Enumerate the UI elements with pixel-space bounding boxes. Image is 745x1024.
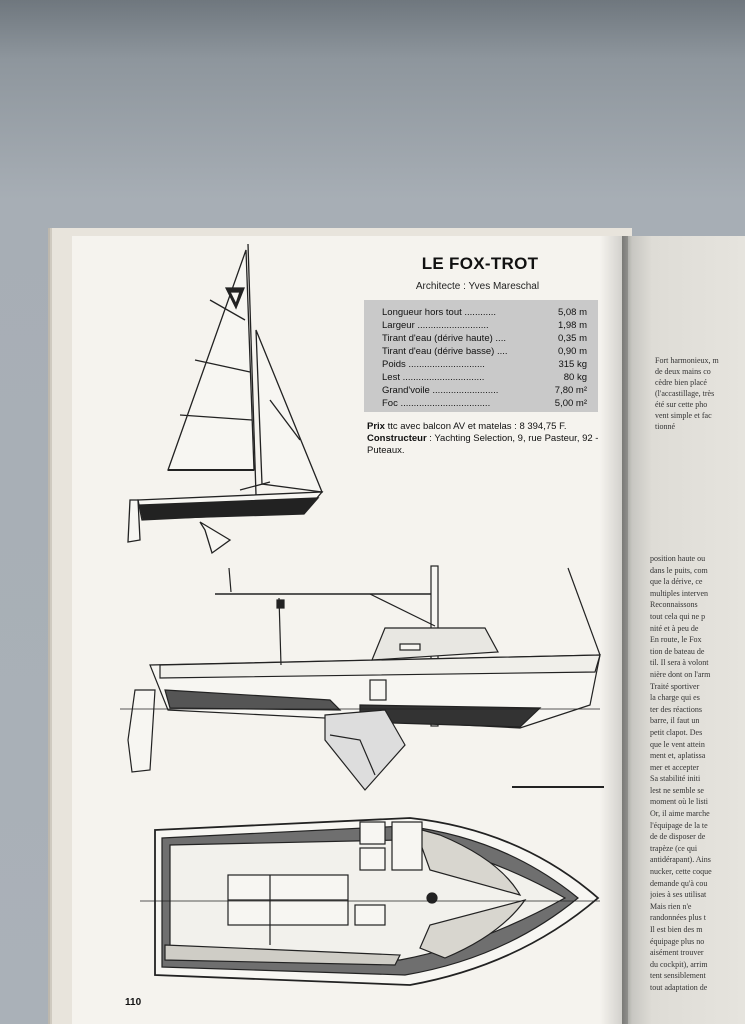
price-text: ttc avec balcon AV et matelas : 8 394,75… <box>384 421 567 432</box>
spec-row: Poids ............................. 315 … <box>382 358 587 371</box>
facing-text-line: multiples interven <box>650 588 708 598</box>
facing-page-body: position haute ou dans le puits, com que… <box>650 553 745 994</box>
spec-row: Lest ............................... 80 … <box>382 371 587 384</box>
facing-text-line: til. Il sera à volont <box>650 658 709 668</box>
spec-row: Tirant d'eau (dérive haute) .... 0,35 m <box>382 332 587 345</box>
spec-label: Longueur hors tout ............ <box>382 307 497 318</box>
spec-label: Poids ............................. <box>382 359 485 370</box>
facing-text-line: tionné <box>655 422 675 431</box>
facing-text-line: nière dont on l'arm <box>650 669 711 679</box>
builder-text: : Yachting Selection, 9, rue Pasteur, 92… <box>367 433 599 456</box>
spec-label: Lest ............................... <box>382 372 485 383</box>
facing-text-line: Sa stabilité initi <box>650 774 701 784</box>
facing-text-line: tout cela qui ne p <box>650 611 706 621</box>
spec-value: 7,80 m² <box>554 385 587 396</box>
facing-text-line: position haute ou <box>650 554 706 563</box>
facing-text-line: petit clapot. Des <box>650 727 703 737</box>
deck-plan-drawing <box>140 817 600 986</box>
spec-value: 5,08 m <box>557 307 587 318</box>
facing-text-line: Reconnaissons <box>650 600 698 610</box>
spec-label: Largeur ........................... <box>382 320 489 331</box>
facing-text-line: (l'accastillage, très <box>655 389 715 398</box>
spec-row: Foc .................................. 5… <box>382 397 587 410</box>
facing-text-line: tout adaptation de <box>650 982 708 992</box>
facing-text-line: tent sensiblement <box>650 971 706 981</box>
facing-text-line: la charge qui es <box>650 693 700 703</box>
spec-value: 0,35 m <box>557 333 587 344</box>
page-number: 110 <box>125 997 142 1008</box>
spec-value: 0,90 m <box>557 346 587 357</box>
spec-value: 5,00 m² <box>554 398 587 409</box>
facing-text-line: demande qu'à cou <box>650 878 708 888</box>
profile-section-drawing <box>120 565 604 791</box>
facing-text-line: tion de bateau de <box>650 646 705 656</box>
facing-text-line: joies à ses utilisat <box>650 890 707 900</box>
spec-row: Grand'voile ......................... 7,… <box>382 384 587 397</box>
facing-text-line: Il est bien des m <box>650 925 703 934</box>
facing-text-line: équipage plus no <box>650 936 705 946</box>
facing-text-line: aisément trouver <box>650 948 704 958</box>
spec-table <box>364 300 598 412</box>
facing-text-line: nucker, cette coque <box>650 867 712 877</box>
facing-text-line: été sur cette pho <box>655 400 708 409</box>
facing-text-line: lest ne semble se <box>650 785 704 795</box>
builder-line: Constructeur : Yachting Selection, 9, ru… <box>367 433 607 457</box>
facing-text-line: de de disposer de <box>650 832 706 842</box>
facing-text-line: vent simple et fac <box>655 411 712 420</box>
facing-text-line: ter des réactions <box>650 704 702 714</box>
facing-text-line: de deux mains co <box>655 367 711 376</box>
facing-text-line: moment où le listi <box>650 797 708 807</box>
facing-text-line: Traité sportiver <box>650 681 700 691</box>
facing-text-line: mer et accepter <box>650 762 699 772</box>
spec-row: Longueur hors tout ............ 5,08 m <box>382 306 587 319</box>
spec-value: 1,98 m <box>557 320 587 331</box>
facing-text-line: randonnées plus t <box>650 913 706 923</box>
spec-value: 80 kg <box>563 372 587 383</box>
price-label: Prix <box>367 421 385 432</box>
facing-page-top-paragraph: Fort harmonieux, m de deux mains co cèdr… <box>655 355 745 432</box>
price-line: Prix ttc avec balcon AV et matelas : 8 3… <box>367 421 607 433</box>
spec-label: Foc .................................. <box>382 398 491 409</box>
facing-text-line: Or, il aime marche <box>650 809 710 819</box>
facing-text-line: que le vent attein <box>650 739 705 749</box>
spec-row: Tirant d'eau (dérive basse) .... 0,90 m <box>382 345 587 358</box>
facing-text-line: l'équipage de la te <box>650 820 708 830</box>
facing-text-line: En route, le Fox <box>650 635 702 645</box>
facing-text-line: que la dérive, ce <box>650 577 703 587</box>
facing-text-line: ment et, aplatissa <box>650 751 706 761</box>
facing-text-line: cèdre bien placé <box>655 378 707 387</box>
spec-value: 315 kg <box>558 359 587 370</box>
sail-plan-drawing <box>127 243 324 555</box>
facing-text-line: Fort harmonieux, m <box>655 356 719 365</box>
facing-text-line: trapèze (ce qui <box>650 843 698 853</box>
facing-page <box>622 236 745 1024</box>
page-fold-shadow <box>600 236 628 1024</box>
builder-label: Constructeur <box>367 433 427 444</box>
page-title: LE FOX-TROT <box>421 254 539 273</box>
spec-label: Grand'voile ......................... <box>382 385 499 396</box>
spec-row: Largeur ........................... 1,98… <box>382 319 587 332</box>
facing-text-line: nité et à peu de <box>650 623 699 633</box>
facing-text-line: Mais rien n'e <box>650 901 692 911</box>
spec-label: Tirant d'eau (dérive basse) .... <box>382 346 508 357</box>
architect-credit: Architecte : Yves Mareschal <box>415 281 540 292</box>
facing-text-line: du cockpit), arrim <box>650 959 708 969</box>
price-builder-block: Prix ttc avec balcon AV et matelas : 8 3… <box>367 421 607 457</box>
spec-label: Tirant d'eau (dérive haute) .... <box>382 333 506 344</box>
facing-text-line: dans le puits, com <box>650 565 708 575</box>
facing-text-line: antidérapant). Ains <box>650 855 711 865</box>
facing-text-line: barre, il faut un <box>650 716 700 726</box>
